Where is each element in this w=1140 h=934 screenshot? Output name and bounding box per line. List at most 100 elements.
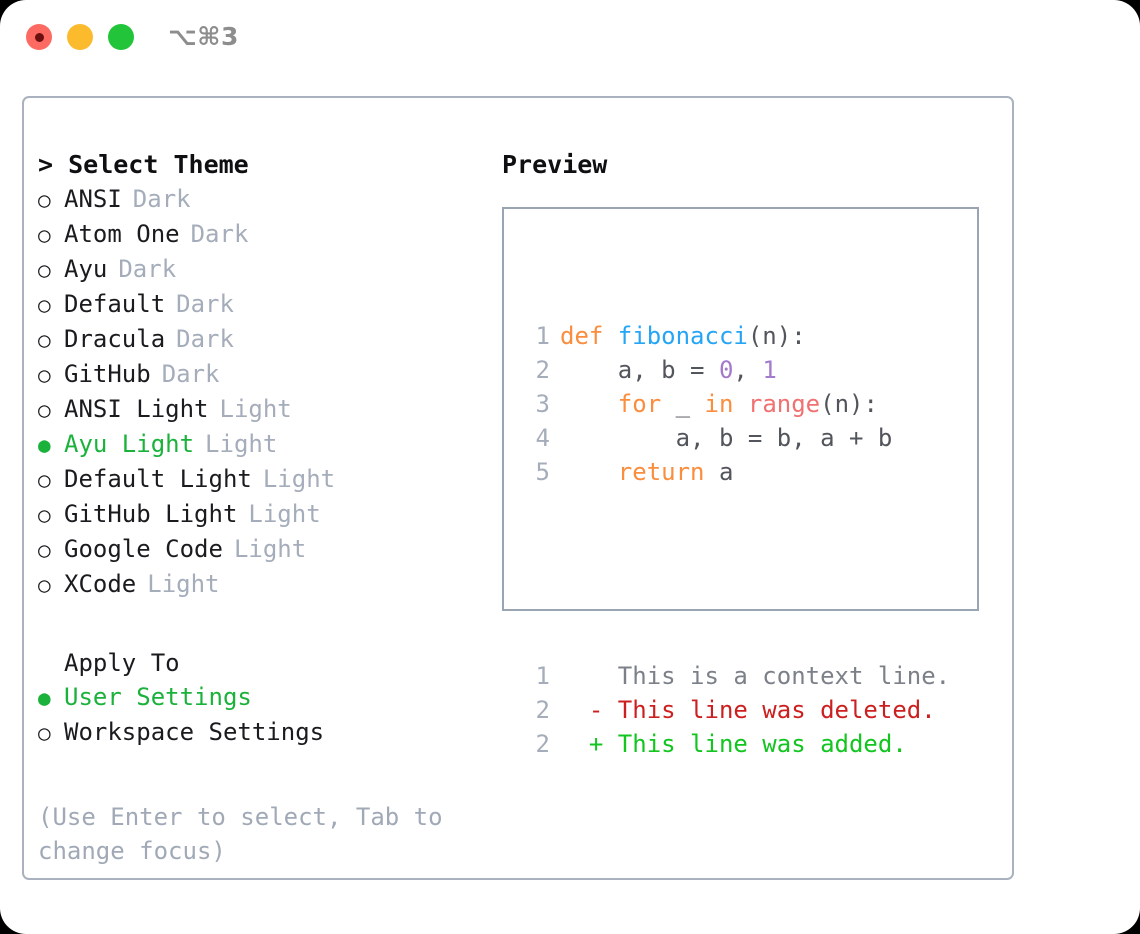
page-title: > Select Theme (38, 150, 249, 179)
diff-line-del: 2 - This line was deleted. (520, 693, 950, 727)
apply-to-title: Apply To (64, 649, 180, 677)
maximize-button[interactable] (108, 24, 134, 50)
token-punc: (n): (747, 322, 806, 350)
theme-option-label: Ayu Light (64, 430, 195, 458)
code-line-2: 2 a, b = 0, 1 (520, 353, 950, 387)
theme-option-label: Google Code (64, 535, 223, 563)
line-number: 4 (535, 424, 550, 452)
code-line-content: for _ in range(n): (560, 387, 878, 421)
line-number: 3 (535, 390, 550, 418)
radio-unselected-icon: ○ (38, 398, 51, 422)
code-line-content: return a (560, 455, 734, 489)
radio-unselected-icon: ○ (38, 363, 51, 387)
theme-option-label: Ayu (64, 255, 108, 283)
line-number: 2 (535, 696, 550, 724)
theme-option-label: Default Light (64, 465, 252, 493)
diff-line-content: This is a context line. (560, 662, 951, 690)
theme-option-variant: Dark (176, 325, 234, 353)
radio-unselected-icon: ○ (38, 188, 51, 212)
apply-to-option-label: User Settings (64, 683, 252, 711)
apply-to-section: Apply To ● User Settings ○ Workspace Settin… (38, 646, 488, 750)
code-line-4: 4 a, b = b, a + b (520, 421, 950, 455)
diff-line-content: - This line was deleted. (560, 696, 936, 724)
theme-option-variant: Light (262, 465, 336, 493)
theme-option-variant: Dark (176, 290, 234, 318)
theme-option-label: ANSI (64, 185, 122, 213)
line-number: 5 (535, 458, 550, 486)
theme-option-variant: Dark (118, 255, 177, 283)
theme-option-label: ANSI Light (64, 395, 209, 423)
line-number: 2 (535, 356, 550, 384)
token-id: a, b = (560, 356, 719, 384)
token-id (560, 458, 618, 486)
code-line-3: 3 for _ in range(n): (520, 387, 950, 421)
theme-option-variant: Dark (132, 185, 191, 213)
token-num: 0 (718, 356, 734, 384)
apply-to-option-label: Workspace Settings (64, 718, 325, 746)
code-line-5: 5 return a (520, 455, 950, 489)
token-id: , (733, 356, 763, 384)
theme-option-label: GitHub Light (64, 500, 238, 528)
token-id: a, b = b, a + b (560, 424, 893, 452)
token-id: _ (661, 390, 705, 418)
radio-selected-icon: ● (38, 433, 51, 457)
radio-unselected-icon: ○ (38, 503, 51, 527)
title-bar: ⌥⌘3 (0, 0, 1140, 78)
preview-title: Preview (502, 150, 608, 179)
token-id (733, 390, 747, 418)
minimize-button[interactable] (67, 24, 93, 50)
code-line-content: def fibonacci(n): (560, 319, 806, 353)
code-line-content: a, b = 0, 1 (560, 353, 777, 387)
token-bi: range (747, 390, 821, 418)
window-controls (26, 24, 134, 50)
close-button[interactable] (26, 24, 52, 50)
theme-option-1[interactable]: ○ Atom One Dark (38, 217, 488, 252)
token-fn: fibonacci (617, 322, 748, 350)
radio-unselected-icon: ○ (38, 223, 51, 247)
token-punc: (n): (820, 390, 878, 418)
apply-to-list: ● User Settings ○ Workspace Settings (38, 680, 488, 750)
token-kw: in (704, 390, 734, 418)
theme-option-4[interactable]: ○ Dracula Dark (38, 322, 488, 357)
theme-option-0[interactable]: ○ ANSI Dark (38, 182, 488, 217)
diff-line-ctx: 1 This is a context line. (520, 659, 951, 693)
line-number: 2 (535, 730, 550, 758)
theme-option-variant: Light (147, 570, 220, 598)
radio-unselected-icon: ○ (38, 721, 51, 745)
diff-line-add: 2 + This line was added. (520, 727, 950, 761)
apply-to-option-0[interactable]: ● User Settings (38, 680, 488, 715)
keyboard-shortcut-label: ⌥⌘3 (168, 22, 239, 51)
line-number: 1 (535, 662, 550, 690)
diff-lines: 1 This is a context line.2 - This line w… (520, 659, 951, 761)
radio-unselected-icon: ○ (38, 258, 51, 282)
theme-option-variant: Light (205, 430, 278, 458)
token-id (560, 390, 618, 418)
theme-option-variant: Dark (190, 220, 249, 248)
theme-option-label: Dracula (64, 325, 166, 353)
theme-option-2[interactable]: ○ Ayu Dark (38, 252, 488, 287)
theme-option-8[interactable]: ○ Default Light Light (38, 462, 488, 497)
radio-selected-icon: ● (38, 686, 51, 710)
keyboard-hint: (Use Enter to select, Tab to change focu… (38, 803, 443, 865)
radio-unselected-icon: ○ (38, 468, 51, 492)
theme-option-label: Atom One (64, 220, 180, 248)
code-spacer (520, 557, 950, 591)
theme-option-7[interactable]: ● Ayu Light Light (38, 427, 488, 462)
apply-to-option-1[interactable]: ○ Workspace Settings (38, 715, 488, 750)
radio-unselected-icon: ○ (38, 538, 51, 562)
token-kw: for (617, 390, 662, 418)
radio-unselected-icon: ○ (38, 328, 51, 352)
